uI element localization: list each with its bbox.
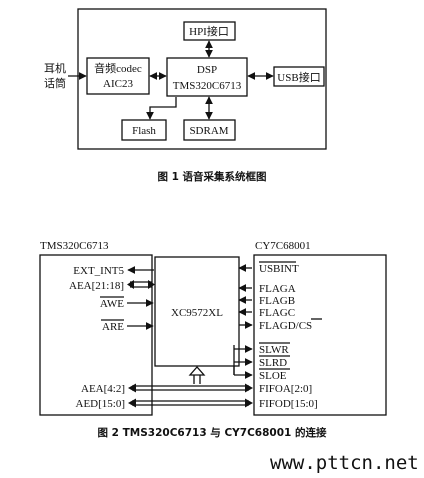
right-chip-title: CY7C68001	[255, 240, 311, 252]
mic-label-2: 话筒	[44, 76, 66, 90]
mic-label-1: 耳机	[44, 61, 66, 75]
aea-bus-arrow-right	[148, 280, 155, 289]
codec-label-2: AIC23	[103, 78, 133, 90]
signal-fifod-15-0: FIFOD[15:0]	[259, 398, 318, 410]
figure-2-caption: 图 2 TMS320C6713 与 CY7C68001 的连接	[98, 426, 327, 439]
addr-bus-arrow-left	[128, 383, 136, 393]
hpi-box	[183, 21, 236, 41]
signal-flagc: FLAGC	[259, 307, 295, 319]
figure-1: 耳机 话筒 音频codec AIC23 DSP TMS320C6713 HPI接…	[44, 8, 327, 183]
figure-2: TMS320C6713 CY7C68001 XC9572XL EXT_INT5 …	[39, 240, 387, 439]
hpi-label: HPI接口	[189, 25, 229, 38]
watermark: www.pttcn.net	[270, 452, 419, 474]
signal-sloe: SLOE	[259, 370, 287, 382]
signal-slwr: SLWR	[259, 344, 289, 356]
signal-awe: AWE	[100, 298, 124, 310]
signal-flaga: FLAGA	[259, 283, 296, 295]
signal-flagb: FLAGB	[259, 295, 295, 307]
addr-bus-arrow-right	[245, 383, 253, 393]
cpld-input-arrow	[188, 366, 206, 376]
dsp-label-2: TMS320C6713	[173, 80, 242, 92]
signal-aea-21-18: AEA[21:18]	[69, 280, 124, 292]
xc9572xl-box	[154, 256, 240, 367]
flash-label: Flash	[132, 125, 156, 137]
signal-ext-int5: EXT_INT5	[73, 265, 124, 277]
signal-fifoa-2-0: FIFOA[2:0]	[259, 383, 312, 395]
signal-are: ARE	[102, 321, 124, 333]
flash-box	[121, 119, 167, 141]
signal-flagd-cs: FLAGD/CS	[259, 320, 312, 332]
signal-aea-4-2: AEA[4:2]	[81, 383, 125, 395]
sdram-label: SDRAM	[189, 125, 228, 137]
sdram-box	[183, 119, 236, 141]
dsp-box	[166, 57, 248, 97]
signal-usbint: USBINT	[259, 263, 299, 275]
usb-box	[273, 66, 325, 87]
signal-aed-15-0: AED[15:0]	[76, 398, 126, 410]
usb-label: USB接口	[277, 71, 320, 84]
aea-bus-arrow-left	[127, 280, 134, 289]
dsp-flash-connector	[146, 97, 177, 120]
data-bus-arrow-left	[128, 398, 136, 408]
left-chip-title: TMS320C6713	[40, 240, 109, 252]
codec-box	[86, 57, 150, 95]
dsp-label-1: DSP	[197, 64, 217, 76]
cpld-label: XC9572XL	[171, 307, 223, 319]
data-bus-arrow-right	[245, 398, 253, 408]
codec-label-1: 音频codec	[94, 61, 142, 75]
cy7c68001-box	[253, 254, 387, 416]
figure-1-caption: 图 1 语音采集系统框图	[157, 170, 266, 183]
signal-slrd: SLRD	[259, 357, 287, 369]
